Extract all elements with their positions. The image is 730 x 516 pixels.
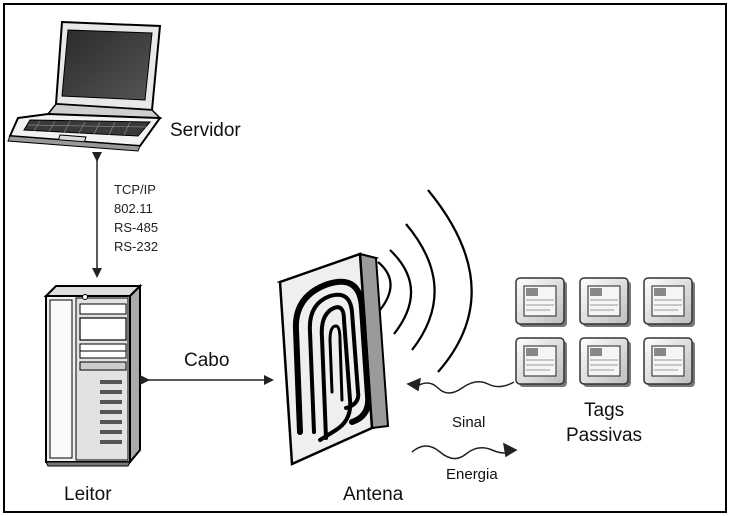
antenna-label: Antena [343, 484, 404, 505]
energy-wave-icon [411, 442, 518, 460]
tags-label: Tags [584, 400, 625, 421]
protocol-item: 802.11 [114, 201, 153, 216]
tag-chip-icon [643, 337, 695, 387]
tags-passive-label: Passivas [566, 425, 643, 446]
protocol-list: TCP/IP 802.11 RS-485 RS-232 [114, 180, 158, 256]
protocol-item: TCP/IP [114, 182, 156, 197]
passive-tags-grid [515, 277, 695, 387]
signal-wave-icon [406, 377, 515, 394]
energy-label: Energia [446, 466, 498, 483]
protocol-item: RS-232 [114, 239, 159, 254]
cable-label: Cabo [184, 350, 230, 371]
server-label: Servidor [170, 120, 241, 141]
reader-label: Leitor [64, 484, 112, 505]
tag-chip-icon [643, 277, 695, 327]
tag-chip-icon [515, 337, 567, 387]
tag-chip-icon [579, 277, 631, 327]
antenna-icon [276, 252, 390, 466]
tag-chip-icon [579, 337, 631, 387]
tag-chip-icon [515, 277, 567, 327]
signal-label: Sinal [452, 414, 486, 431]
reader-tower-icon [43, 283, 143, 467]
protocol-item: RS-485 [114, 220, 159, 235]
radio-wave-icon [377, 189, 473, 373]
diagram-frame [3, 3, 727, 513]
laptop-icon [7, 20, 162, 152]
